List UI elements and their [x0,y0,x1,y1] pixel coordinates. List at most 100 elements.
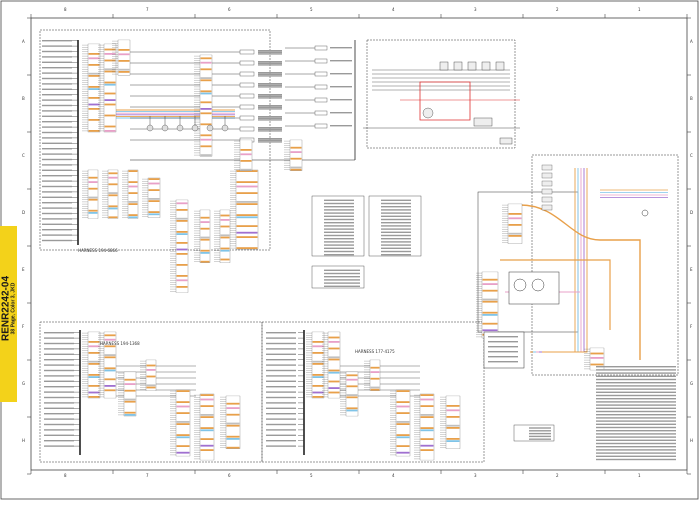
block-row [128,181,138,183]
block-row [200,75,212,77]
block-row [104,363,116,365]
block-row [118,66,130,69]
block-row [148,189,160,191]
block-row [88,194,98,197]
block-row [226,418,240,420]
block-row [104,81,116,84]
top-label-0: 8 [64,7,67,12]
block-row [312,360,324,363]
block-row [290,142,302,145]
block-row [128,170,138,172]
block-row [128,190,138,192]
block-row [88,81,100,84]
block-row [446,435,460,438]
grid-ticks [27,14,691,475]
block-row [236,179,258,181]
block-row [328,345,340,348]
block-row [104,380,116,383]
top-label-3: 5 [310,7,313,12]
block-row [88,88,100,90]
block-row [220,243,230,245]
block-row [236,216,258,219]
legend-text [529,427,551,429]
right-label-3: D [690,210,694,215]
block-row [200,145,212,148]
notes-text [596,369,676,371]
trunk-label [42,45,72,47]
block-row [148,191,160,194]
trunk-label [42,239,72,242]
block-row [128,183,138,186]
block-row [200,81,212,84]
block-row [420,438,434,440]
block-row [88,103,100,106]
block-row [128,205,138,208]
block-row [108,205,118,208]
block-row [236,181,258,183]
block-row [148,200,160,202]
block-row [420,453,434,456]
block-row [396,451,410,454]
block-row [446,438,460,440]
block-row [104,371,116,374]
block-row [508,215,522,217]
block-row [200,225,210,228]
block-row [240,151,252,153]
block-row [370,377,380,380]
block-row [88,356,100,359]
block-row [200,123,212,126]
block-row [446,427,460,429]
table-text [324,228,354,230]
block-row [88,190,98,192]
block-row [396,438,410,441]
block-row [226,398,240,401]
block-row [104,130,116,132]
trunk-label [42,115,72,117]
block-row [220,254,230,256]
connector-text [330,47,352,49]
block-row [200,68,212,71]
block-row [118,44,130,47]
block-row [446,424,460,427]
block-row [176,286,188,288]
block-row [482,320,498,323]
block-row [104,46,116,49]
block-row [176,261,188,264]
block-row [88,50,100,53]
left-label-7: H [22,438,26,443]
block-row [240,168,252,171]
block-row [104,105,116,108]
right-connector [239,104,255,110]
block-row [328,374,340,376]
connector-text [330,112,352,114]
block-row [176,224,188,227]
right-connector [239,93,255,99]
block-row [104,389,116,392]
block-row [176,290,188,293]
block-row [200,436,214,438]
block-row [328,343,340,345]
block-row [104,55,116,57]
block-row [108,216,118,219]
block-row [104,358,116,361]
trunk-label [266,434,296,436]
block-row [420,403,434,405]
block-row [200,444,214,447]
block-row [108,198,118,201]
trunk-label [266,429,296,431]
block-row [200,57,212,60]
table-text [324,276,360,278]
block-row [508,210,522,213]
block-row [236,212,258,214]
block-row [370,373,380,376]
top-label-7: 1 [638,7,641,12]
trunk-label [44,375,74,377]
block-row [88,79,100,82]
block-row [200,405,214,407]
block-row [236,245,258,247]
block-row [328,378,340,381]
valve-symbol [499,137,513,145]
block-row [88,374,100,376]
block-row [508,219,522,222]
notes-text [596,407,676,409]
